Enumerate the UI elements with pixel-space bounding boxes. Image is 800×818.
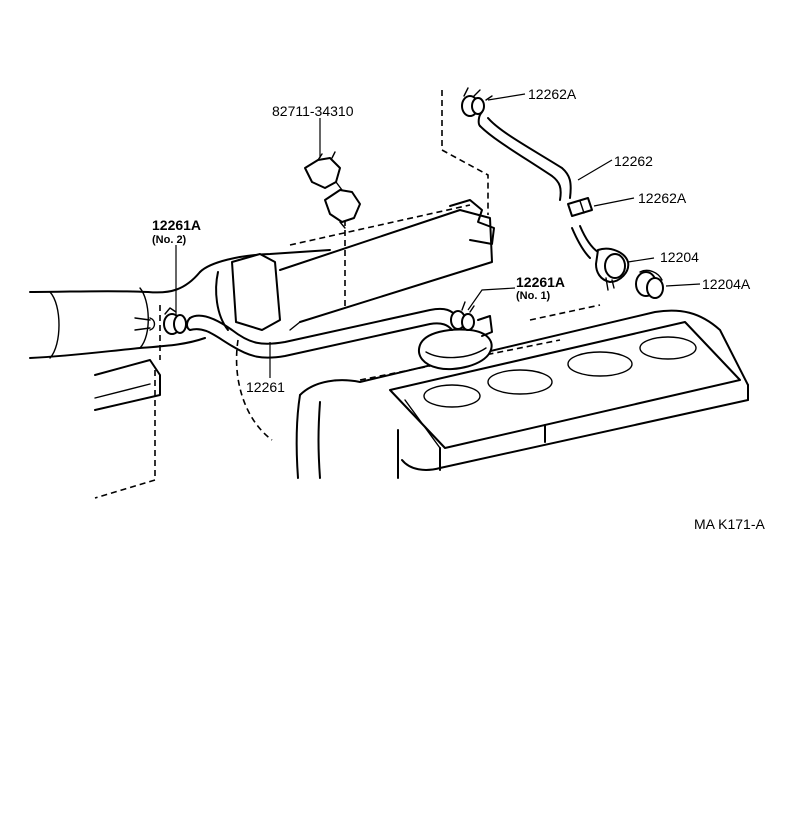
grommet-12204a (635, 269, 664, 299)
label-12262a-mid: 12262A (638, 190, 687, 206)
clamp-no1 (450, 301, 493, 337)
label-12261a-no2-sub: (No. 2) (152, 234, 187, 246)
label-12261a-no1: 12261A (516, 274, 565, 290)
label-12261a-no1-sub: (No. 1) (516, 290, 551, 302)
label-12204: 12204 (660, 249, 699, 265)
intake-duct (29, 249, 331, 359)
oil-filler-cap (418, 328, 493, 371)
label-12262a-top: 12262A (528, 86, 577, 102)
figure-code: MA K171-A (694, 516, 765, 532)
clip-bracket (304, 151, 361, 229)
cylinder-head-cover (295, 309, 749, 479)
hose-12262 (477, 111, 572, 201)
pcv-valve-12204 (571, 225, 630, 291)
label-12262: 12262 (614, 153, 653, 169)
clamp-no2 (134, 307, 187, 335)
leader-lines (175, 93, 701, 378)
throttle-body (215, 199, 495, 331)
clamp-12262a-mid (567, 197, 593, 217)
hose-12261 (186, 307, 459, 359)
label-12261a-no2: 12261A (152, 217, 201, 233)
label-12204a: 12204A (702, 276, 751, 292)
label-12261: 12261 (246, 379, 285, 395)
left-housing (94, 359, 161, 411)
label-82711-34310: 82711-34310 (272, 103, 354, 119)
clamp-12262a-top (461, 87, 493, 117)
